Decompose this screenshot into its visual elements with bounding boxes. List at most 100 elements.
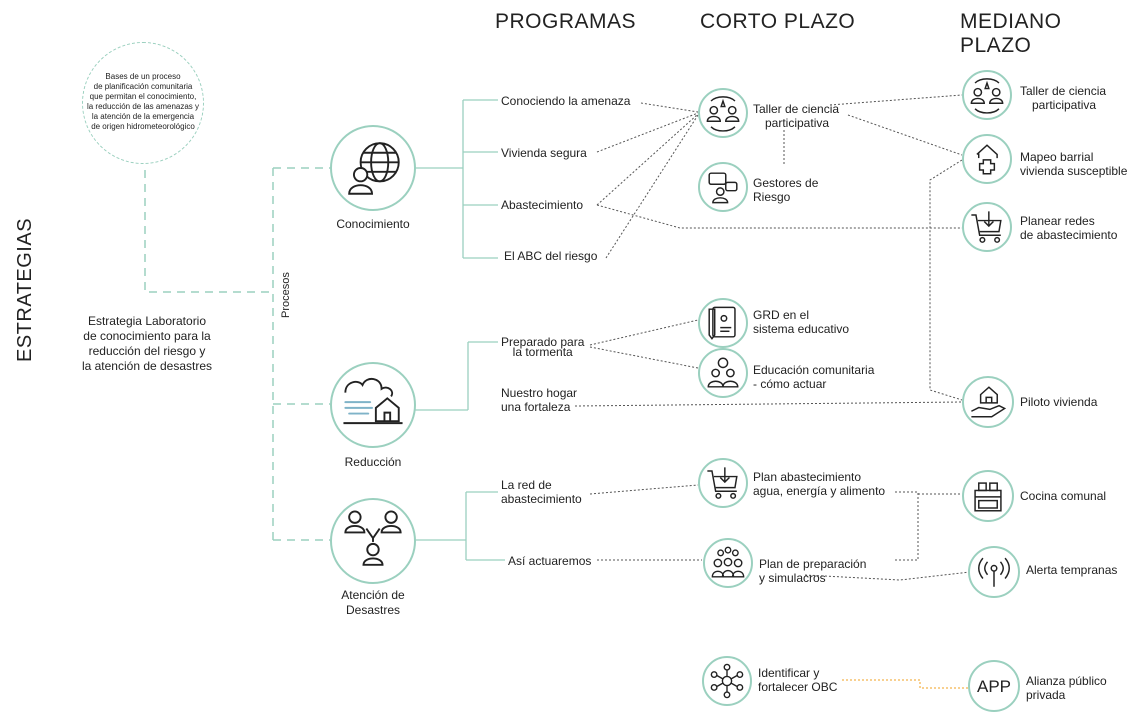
- chat-person-icon: [708, 172, 738, 204]
- goal-line: de planificación comunitaria: [93, 82, 193, 91]
- program-conociendo-amenaza: Conociendo la amenaza: [501, 94, 631, 108]
- short-plan-abastecimiento: Plan abastecimiento agua, energía y alim…: [753, 470, 885, 498]
- side-title: ESTRATEGIAS: [14, 217, 36, 362]
- short-line: - cómo actuar: [753, 377, 827, 391]
- medium-line: Planear redes: [1020, 214, 1095, 228]
- taller-mediano-circle: [962, 70, 1012, 120]
- app-text-icon: APP: [976, 677, 1012, 696]
- app-circle: APP: [968, 660, 1020, 712]
- science-group-icon: [706, 96, 740, 132]
- header-programas: PROGRAMAS: [495, 10, 637, 33]
- short-plan-preparacion: Plan de preparación y simulacros: [759, 557, 866, 585]
- medium-piloto: Piloto vivienda: [1020, 395, 1098, 409]
- strategy-line: reducción del riesgo y: [88, 344, 206, 358]
- program-preparado-tormenta: Preparado para la tormenta: [501, 335, 584, 359]
- short-line: fortalecer OBC: [758, 680, 838, 694]
- program-line: La red de: [501, 478, 552, 492]
- alerta-circle: [968, 546, 1020, 598]
- goal-line: Bases de un proceso: [105, 72, 181, 81]
- gestores-circle: [698, 162, 748, 212]
- short-line: sistema educativo: [753, 322, 850, 336]
- short-taller: Taller de ciencia participativa: [753, 102, 839, 130]
- short-line: Gestores de: [753, 176, 819, 190]
- medium-mapeo: Mapeo barrial vivienda susceptible: [1020, 150, 1127, 178]
- strategy-line: de conocimiento para la: [83, 329, 211, 343]
- short-educacion: Educación comunitaria - cómo actuar: [753, 363, 874, 391]
- short-line: agua, energía y alimento: [753, 484, 886, 498]
- taller-circle: [698, 88, 748, 138]
- program-abc-riesgo: El ABC del riesgo: [504, 249, 598, 263]
- cart-icon: [707, 467, 738, 499]
- short-line: y simulacros: [759, 571, 826, 585]
- antenna-icon: [978, 557, 1010, 587]
- crowd-icon: [711, 546, 745, 578]
- medium-planear: Planear redes de abastecimiento: [1020, 214, 1117, 242]
- program-line: Nuestro hogar: [501, 386, 578, 400]
- short-line: Riesgo: [753, 190, 791, 204]
- network-icon: [710, 663, 744, 699]
- header-corto-plazo: CORTO PLAZO: [700, 10, 856, 33]
- conocimiento-label: Conocimiento: [336, 217, 410, 231]
- program-abastecimiento: Abastecimiento: [501, 198, 584, 212]
- goal-line: que permitan el conocimiento,: [89, 92, 197, 101]
- medium-alianza: Alianza público privada: [1026, 674, 1107, 702]
- program-line: abastecimiento: [501, 492, 582, 506]
- storm-house-icon: [343, 378, 403, 425]
- short-line: Plan abastecimiento: [753, 470, 862, 484]
- program-line: Preparado para: [501, 335, 585, 349]
- globe-person-icon: [348, 142, 400, 195]
- atencion-line: Atención de: [341, 588, 405, 602]
- plan-preparacion-circle: [703, 538, 753, 588]
- atencion-line: Desastres: [345, 603, 401, 617]
- medium-alerta: Alerta tempranas: [1026, 563, 1118, 577]
- atencion-label: Atención de Desastres: [318, 588, 428, 618]
- goal-line: la reducción de las amenazas y: [86, 102, 200, 111]
- people-network-icon: [344, 510, 402, 566]
- notebook-icon: [708, 306, 736, 340]
- strategy-line: la atención de desastres: [81, 359, 213, 373]
- science-group-icon: [970, 78, 1004, 114]
- goal-line: la atención de la emergencia: [91, 112, 195, 121]
- mapeo-circle: [962, 134, 1012, 184]
- short-line: participativa: [765, 116, 830, 130]
- short-line: Identificar y: [758, 666, 820, 680]
- medium-line: Taller de ciencia: [1020, 84, 1107, 98]
- short-grd: GRD en el sistema educativo: [753, 308, 849, 336]
- cart-icon: [971, 211, 1002, 243]
- procesos-label: Procesos: [280, 272, 292, 318]
- medium-line: vivienda susceptible: [1020, 164, 1128, 178]
- medium-cocina: Cocina comunal: [1020, 489, 1107, 503]
- short-line: Educación comunitaria: [753, 363, 875, 377]
- program-line: la tormenta: [512, 345, 573, 359]
- short-gestores: Gestores de Riesgo: [753, 176, 818, 204]
- reduccion-circle: [330, 362, 416, 448]
- program-asi-actuaremos: Así actuaremos: [508, 554, 592, 568]
- medium-line: participativa: [1032, 98, 1097, 112]
- obc-circle: [702, 656, 752, 706]
- plan-abastecimiento-circle: [698, 458, 748, 508]
- house-medical-icon: [976, 144, 998, 175]
- program-vivienda-segura: Vivienda segura: [501, 146, 587, 160]
- atencion-circle: [330, 498, 416, 584]
- program-line: una fortaleza: [501, 400, 571, 414]
- header-mediano-plazo: MEDIANO PLAZO: [960, 10, 1062, 57]
- medium-line: privada: [1026, 688, 1066, 702]
- cocina-circle: [962, 470, 1014, 522]
- goal-line: de origen hidrometeorológico: [91, 122, 195, 131]
- educacion-circle: [698, 348, 748, 398]
- grd-circle: [698, 298, 748, 348]
- house-hand-icon: [971, 386, 1007, 418]
- medium-line: Alianza público: [1026, 674, 1107, 688]
- conocimiento-circle: [330, 125, 416, 211]
- medium-line: Mapeo barrial: [1020, 150, 1094, 164]
- planear-circle: [962, 202, 1012, 252]
- short-obc: Identificar y fortalecer OBC: [758, 666, 837, 694]
- strategy-line: Estrategia Laboratorio: [87, 314, 207, 328]
- strategy-text: Estrategia Laboratorio de conocimiento p…: [62, 314, 232, 374]
- program-red-abastecimiento: La red de abastecimiento: [501, 478, 582, 506]
- piloto-circle: [962, 376, 1014, 428]
- reduccion-label: Reducción: [344, 455, 402, 469]
- medium-taller: Taller de ciencia participativa: [1020, 84, 1106, 112]
- short-line: Taller de ciencia: [753, 102, 840, 116]
